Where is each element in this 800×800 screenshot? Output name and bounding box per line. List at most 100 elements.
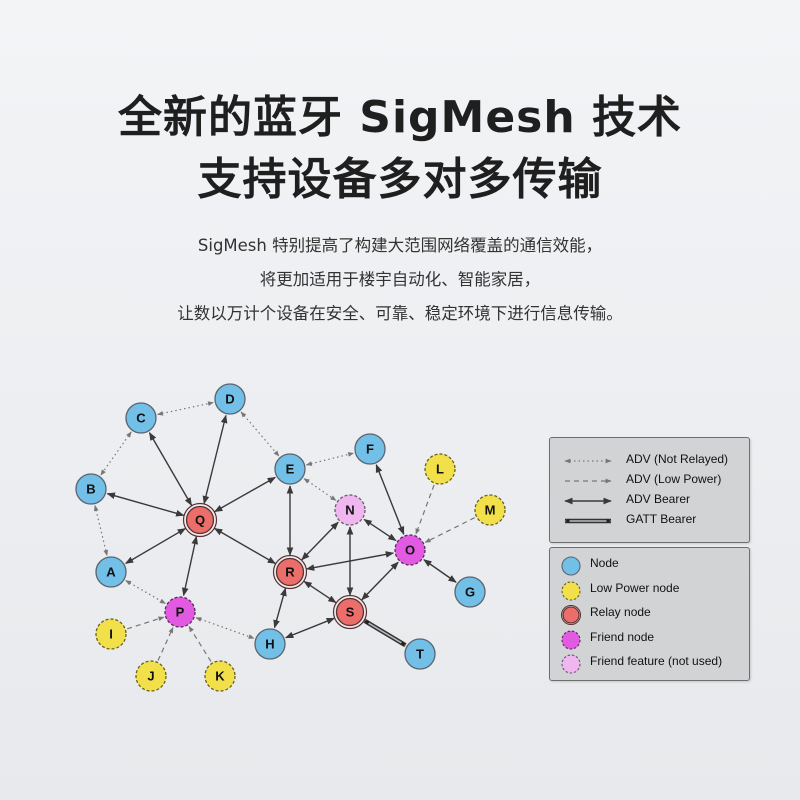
edge-L-O	[415, 484, 435, 535]
legend-node-friend-feature: Friend feature (not used)	[550, 652, 749, 674]
node-M: M	[474, 494, 506, 526]
node-K: K	[204, 660, 236, 692]
legend-node-friend: Friend node	[550, 628, 749, 650]
edge-B-A	[93, 504, 109, 557]
node-T: T	[404, 638, 436, 670]
node-A-circle	[95, 556, 127, 588]
edge-S-T	[364, 620, 406, 646]
node-M-label: M	[485, 503, 496, 518]
edge-R-S	[303, 580, 337, 604]
node-Q-label: Q	[195, 513, 205, 528]
node-H: H	[254, 628, 286, 660]
node-A-label: A	[106, 565, 116, 580]
node-B-label: B	[86, 482, 95, 497]
title-line-2: 支持设备多对多传输	[197, 154, 603, 205]
legend-node-label: Low Power node	[590, 580, 680, 595]
title-line-1: 全新的蓝牙 SigMesh 技术	[117, 92, 683, 143]
edge-Q-R	[213, 527, 277, 565]
node-H-circle	[254, 628, 286, 660]
edge-A-P	[125, 580, 166, 604]
edge-D-E	[240, 411, 280, 457]
legend-edge-sample	[564, 458, 612, 464]
node-G: G	[454, 576, 486, 608]
node-I-label: I	[109, 627, 113, 642]
node-G-label: G	[465, 585, 475, 600]
node-E-label: E	[286, 462, 295, 477]
node-G-circle	[454, 576, 486, 608]
node-D-circle	[214, 383, 246, 415]
edge-E-F	[305, 452, 355, 466]
node-I-circle	[95, 618, 127, 650]
legend-edge-label: ADV (Not Relayed)	[626, 452, 729, 466]
edge-R-H	[273, 587, 287, 629]
legend-node-label: Node	[590, 556, 619, 570]
legend-edge-adv-not-relayed: ADV (Not Relayed)	[550, 450, 749, 472]
node-S-circle	[335, 597, 365, 627]
description-line-1: SigMesh 特别提高了构建大范围网络覆盖的通信效能，	[197, 236, 603, 255]
legend-edge-label: ADV Bearer	[626, 492, 691, 506]
edge-K-P	[188, 625, 212, 662]
legend-node-node: Node	[550, 554, 749, 576]
description-line-2: 将更加适用于楼宇自动化、智能家居，	[259, 270, 541, 289]
legend-node-label: Friend node	[590, 629, 655, 644]
node-K-label: K	[215, 669, 225, 684]
node-J: J	[135, 660, 167, 692]
legend-node-relay: Relay node	[550, 603, 749, 625]
legend-edge-label: ADV (Low Power)	[626, 472, 722, 486]
node-P-circle	[164, 596, 196, 628]
node-M-circle	[474, 494, 506, 526]
node-P: P	[164, 596, 196, 628]
legend-node-low-power: Low Power node	[550, 579, 749, 601]
node-R-label: R	[285, 565, 295, 580]
edge-M-O	[424, 517, 476, 543]
node-O-circle	[394, 534, 426, 566]
legend-node-swatch	[561, 580, 581, 601]
node-J-circle	[135, 660, 167, 692]
node-R: R	[272, 554, 308, 590]
node-O: O	[394, 534, 426, 566]
node-B-circle	[75, 473, 107, 505]
edge-S-O	[361, 561, 399, 601]
node-D: D	[214, 383, 246, 415]
edge-Q-D	[202, 414, 228, 505]
legend-node-swatch	[561, 654, 581, 674]
node-L: L	[424, 453, 456, 485]
edge-C-D	[157, 401, 214, 416]
description-line-3: 让数以万计个设备在安全、可靠、稳定环境下进行信息传输。	[177, 304, 623, 323]
node-N-circle	[334, 494, 366, 526]
edge-I-P	[127, 616, 165, 630]
edge-J-P	[157, 626, 174, 661]
node-F-circle	[354, 433, 386, 465]
node-I: I	[95, 618, 127, 650]
edges-layer	[93, 401, 476, 662]
edge-Q-E	[214, 476, 276, 513]
edge-legend: ADV (Not Relayed) ADV (Low Power) ADV Bear…	[549, 437, 750, 543]
legend-node-swatch	[561, 605, 581, 625]
node-E: E	[274, 453, 306, 485]
legend-node-label: Relay node	[590, 605, 651, 619]
edge-S-H	[285, 617, 335, 639]
node-S-ring	[332, 594, 368, 630]
node-T-circle	[404, 638, 436, 670]
edge-Q-A	[124, 527, 187, 565]
node-R-circle	[275, 557, 305, 587]
node-E-circle	[274, 453, 306, 485]
node-P-label: P	[176, 605, 185, 620]
node-Q-ring	[182, 502, 218, 538]
legend-edge-sample	[565, 478, 612, 484]
node-F: F	[354, 433, 386, 465]
edge-O-G	[423, 559, 457, 583]
node-C-circle	[125, 402, 157, 434]
legend-node-swatch	[561, 629, 581, 650]
legend-edge-label: GATT Bearer	[626, 512, 697, 526]
node-L-circle	[424, 453, 456, 485]
node-F-label: F	[366, 442, 374, 457]
node-A: A	[95, 556, 127, 588]
edge-C-B	[100, 431, 132, 476]
node-O-label: O	[405, 543, 415, 558]
node-T-label: T	[416, 647, 424, 662]
node-Q: Q	[182, 502, 218, 538]
legend-edge-sample	[564, 518, 612, 524]
